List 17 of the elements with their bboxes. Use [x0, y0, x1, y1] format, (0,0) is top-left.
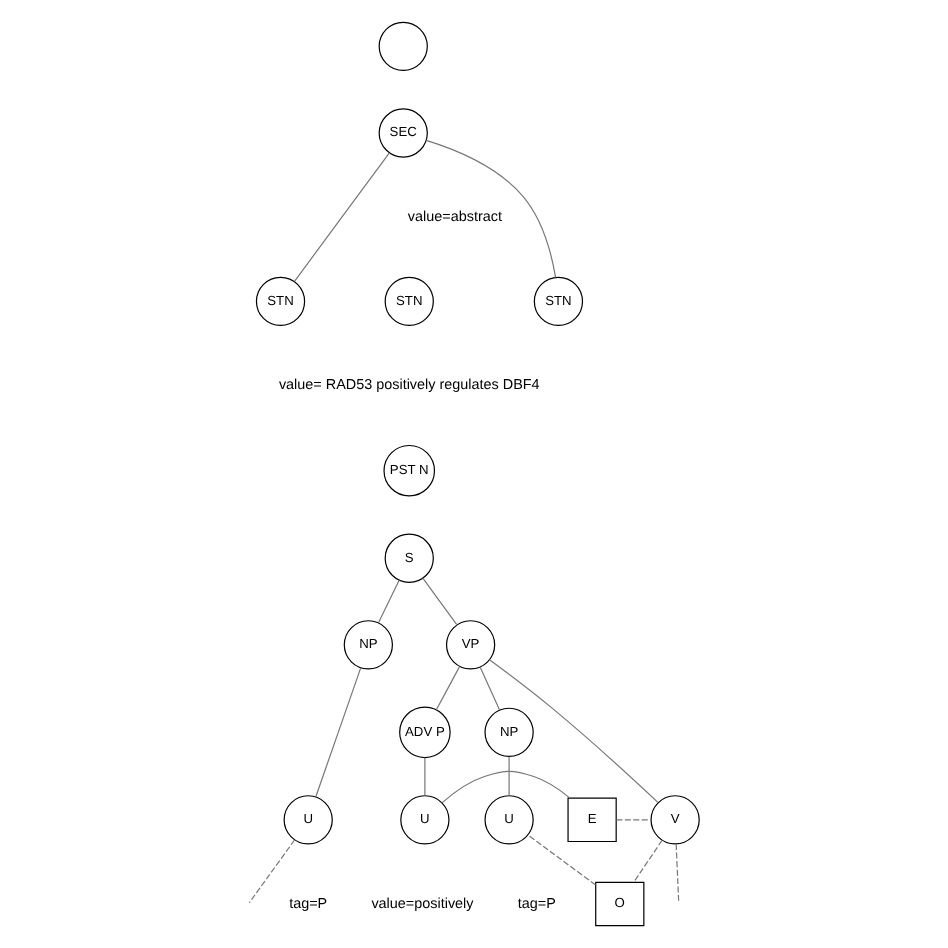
connector [248, 839, 296, 904]
node-circle [378, 21, 428, 71]
connector [378, 579, 400, 624]
connector [615, 819, 652, 821]
connector [425, 139, 557, 278]
connector [441, 770, 571, 804]
connector [633, 839, 663, 883]
connector [508, 756, 510, 796]
connector [488, 659, 659, 803]
connector [315, 667, 362, 798]
connector [422, 577, 458, 625]
connector [479, 666, 501, 711]
connector [293, 152, 390, 282]
connector [675, 843, 680, 904]
connector [435, 666, 461, 711]
connector [424, 757, 426, 796]
connector [527, 834, 597, 886]
